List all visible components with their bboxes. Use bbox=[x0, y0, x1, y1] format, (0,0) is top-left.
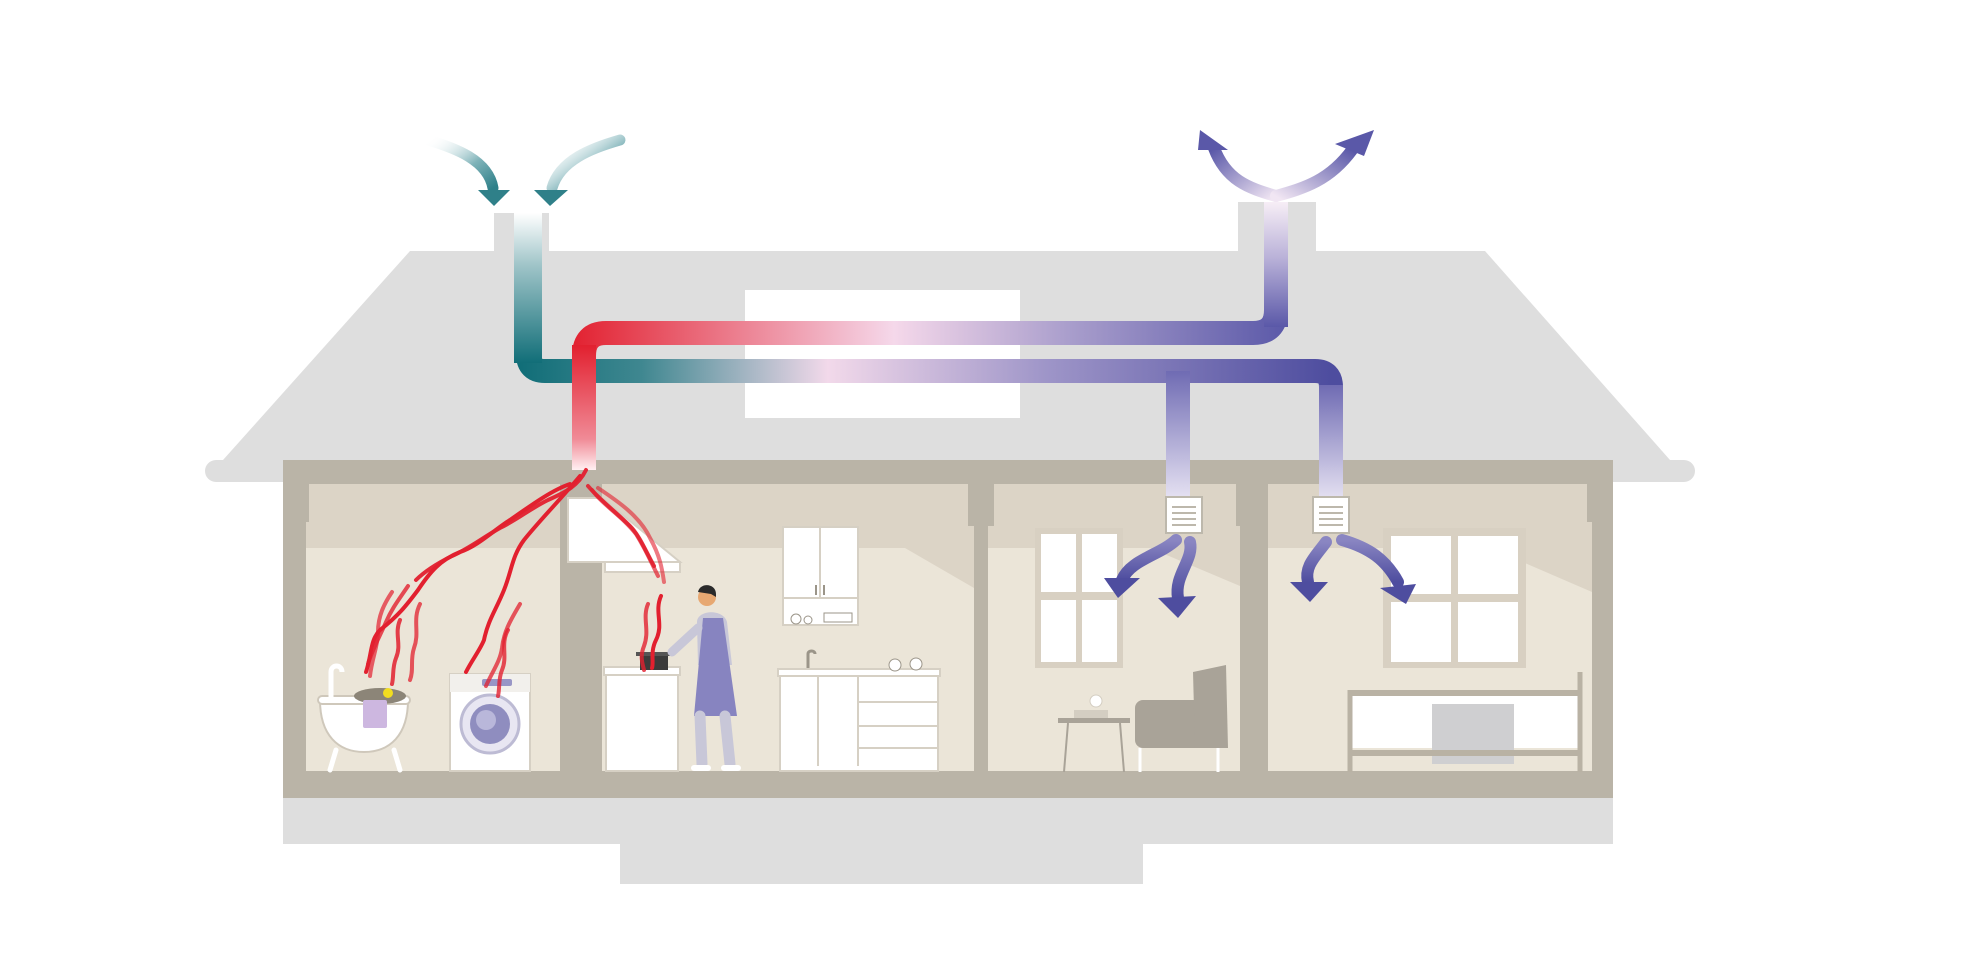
foundation bbox=[283, 798, 1613, 844]
person-cooking bbox=[667, 585, 741, 771]
bathtub bbox=[317, 663, 411, 773]
armchair bbox=[1135, 665, 1228, 772]
supply-arrows-living bbox=[1104, 534, 1197, 618]
bedroom-window bbox=[1383, 528, 1526, 668]
side-table bbox=[1058, 694, 1130, 773]
bed bbox=[1347, 672, 1583, 772]
attic-window bbox=[745, 290, 1020, 418]
towel bbox=[363, 700, 387, 728]
washing-machine bbox=[449, 673, 531, 772]
supply-vent-bedroom bbox=[1312, 496, 1350, 534]
dish-rack bbox=[790, 612, 853, 625]
wall-cabinet bbox=[782, 526, 859, 626]
supply-duct bbox=[514, 213, 1343, 500]
stove bbox=[603, 652, 681, 772]
supply-arrows-bedroom bbox=[1290, 534, 1416, 604]
faucet bbox=[806, 649, 817, 668]
fresh-air-intake-arrows bbox=[422, 134, 626, 206]
living-window bbox=[1035, 528, 1123, 668]
kitchen-counter bbox=[777, 649, 941, 772]
extract-duct bbox=[572, 202, 1288, 470]
basement bbox=[620, 844, 1143, 884]
rubber-duck bbox=[383, 688, 393, 698]
exhaust-arrows bbox=[1198, 130, 1374, 202]
warm-air-steam bbox=[364, 468, 666, 698]
supply-vent-living bbox=[1165, 496, 1203, 534]
